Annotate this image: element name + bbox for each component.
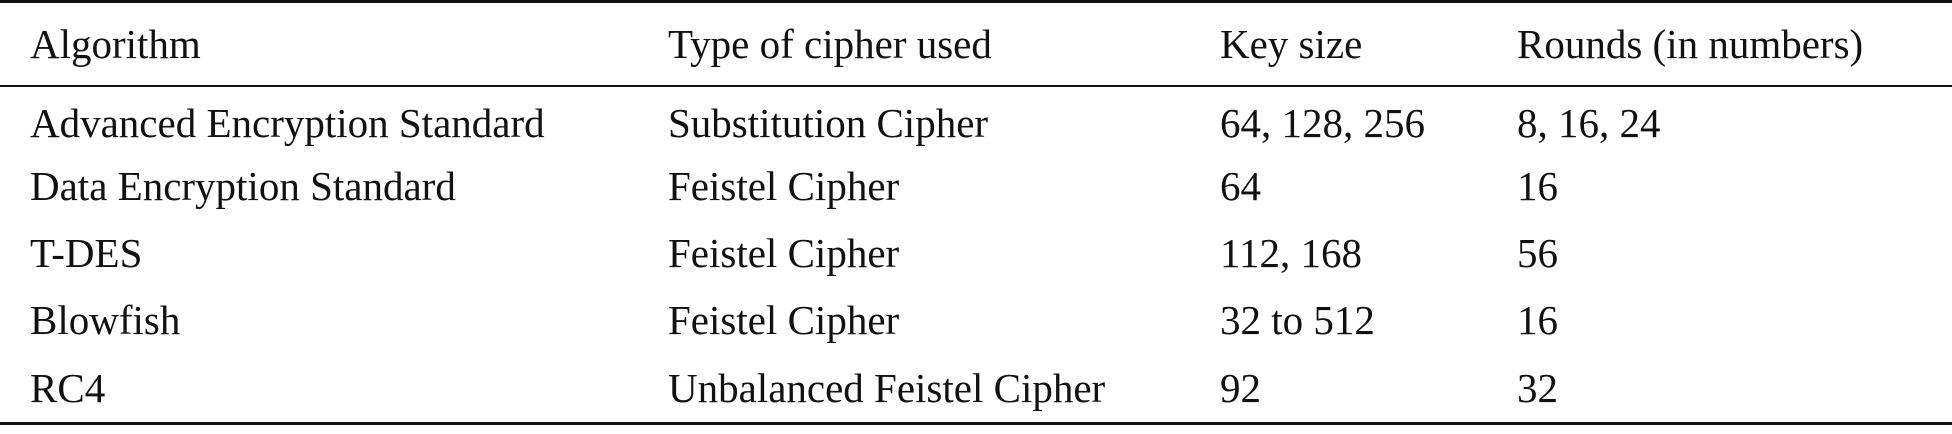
table-row: Data Encryption Standard Feistel Cipher … <box>0 153 1952 220</box>
table: Algorithm Type of cipher used Key size R… <box>0 0 1952 425</box>
cell-cipher-type: Feistel Cipher <box>668 297 900 343</box>
cell-rounds: 8, 16, 24 <box>1517 99 1661 146</box>
cell-cipher-type: Unbalanced Feistel Cipher <box>668 353 1220 425</box>
table-body: Advanced Encryption Standard Substitutio… <box>0 86 1952 425</box>
table-header: Algorithm Type of cipher used Key size R… <box>0 0 1952 87</box>
cell-key-size: 64, 128, 256 <box>1220 99 1425 146</box>
cell-rounds: 32 <box>1517 353 1952 425</box>
cell-rounds: 56 <box>1517 230 1558 276</box>
table-row: Blowfish Feistel Cipher 32 to 512 16 <box>0 287 1952 354</box>
table-row: Advanced Encryption Standard Substitutio… <box>0 86 1952 153</box>
header-rounds: Rounds (in numbers) <box>1517 0 1952 87</box>
cell-cipher-type: Feistel Cipher <box>668 230 900 276</box>
cell-algorithm: Blowfish <box>30 297 181 343</box>
cell-rounds: 16 <box>1517 163 1558 209</box>
header-key-size: Key size <box>1220 0 1517 87</box>
cell-key-size: 32 to 512 <box>1220 297 1375 343</box>
cell-rounds: 16 <box>1517 297 1558 343</box>
table-row: RC4 Unbalanced Feistel Cipher 92 32 <box>0 353 1952 425</box>
header-algorithm: Algorithm <box>0 0 668 87</box>
header-cipher-type: Type of cipher used <box>668 0 1220 87</box>
cell-algorithm: Advanced Encryption Standard <box>30 99 545 146</box>
cell-algorithm: Data Encryption Standard <box>30 163 456 209</box>
cell-cipher-type: Feistel Cipher <box>668 163 900 209</box>
cell-key-size: 112, 168 <box>1220 230 1362 276</box>
table-row: T-DES Feistel Cipher 112, 168 56 <box>0 220 1952 287</box>
cell-cipher-type: Substitution Cipher <box>668 99 989 146</box>
cell-algorithm: T-DES <box>30 230 143 276</box>
cell-key-size: 92 <box>1220 353 1517 425</box>
cell-algorithm: RC4 <box>0 353 668 425</box>
cell-key-size: 64 <box>1220 163 1261 209</box>
header-row: Algorithm Type of cipher used Key size R… <box>0 0 1952 87</box>
